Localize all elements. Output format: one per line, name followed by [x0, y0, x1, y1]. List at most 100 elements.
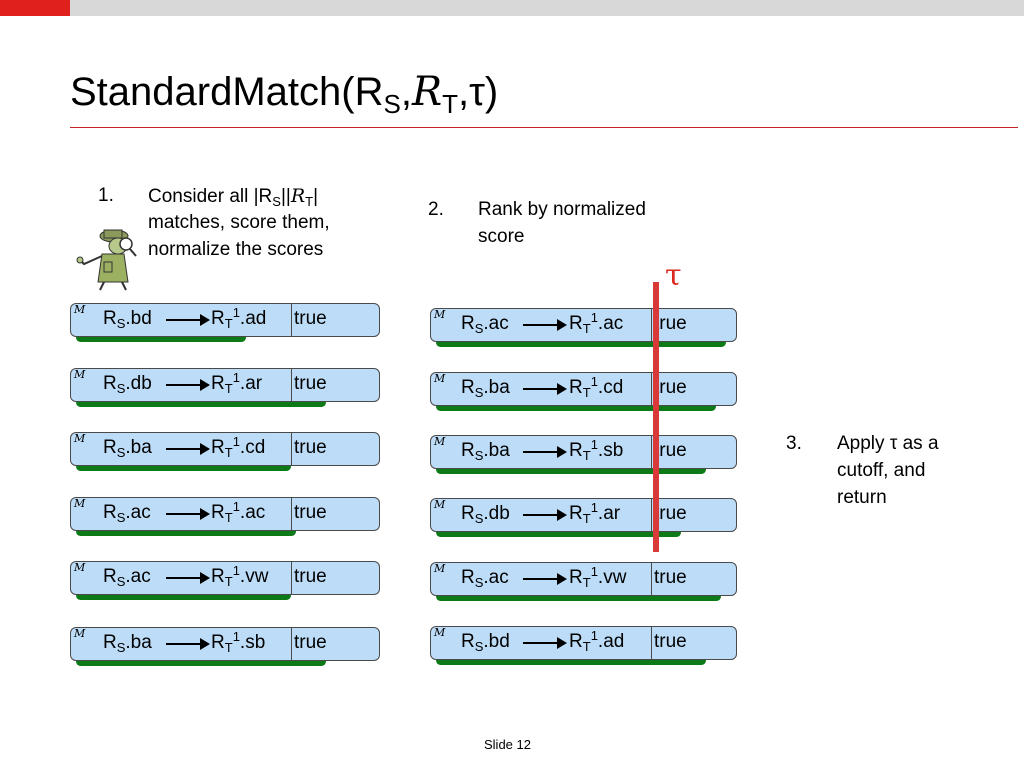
target-attribute: RT1.ac — [569, 310, 624, 336]
step-3-line-1: Apply τ as a — [837, 433, 939, 454]
arrow-icon — [523, 446, 567, 458]
match-value: true — [294, 566, 327, 587]
match-card: M RS.bd RT1.ad true — [70, 303, 380, 337]
arrow-icon — [523, 509, 567, 521]
top-accent-bar — [0, 0, 70, 16]
card-divider — [651, 373, 652, 405]
arrow-icon — [166, 314, 210, 326]
m-glyph: M — [434, 498, 446, 511]
match-value: true — [294, 437, 327, 458]
card-divider — [651, 627, 652, 659]
top-gray-bar — [70, 0, 1024, 16]
m-glyph: M — [434, 562, 446, 575]
slide-number: Slide 12 — [484, 737, 531, 752]
card-shadow — [76, 591, 291, 600]
arrow-icon — [166, 572, 210, 584]
card-divider — [651, 309, 652, 341]
arrow-icon — [523, 637, 567, 649]
source-attribute: RS.bd — [461, 631, 510, 654]
card-shadow — [436, 465, 706, 474]
m-glyph: M — [434, 308, 446, 321]
source-attribute: RS.db — [103, 373, 152, 396]
card-divider — [651, 563, 652, 595]
m-glyph: M — [74, 368, 86, 381]
card-shadow — [76, 333, 246, 342]
source-attribute: RS.db — [461, 503, 510, 526]
m-glyph: M — [434, 372, 446, 385]
target-attribute: RT1.sb — [211, 629, 266, 655]
slide-title: StandardMatch(RS,RT,τ) — [70, 69, 499, 119]
arrow-icon — [523, 319, 567, 331]
match-card: M RS.ba RT1.sb true — [70, 627, 380, 661]
card-divider — [291, 498, 292, 530]
match-value: true — [654, 503, 687, 524]
step-1-line-3: normalize the scores — [148, 239, 324, 260]
step-3: 3. Apply τ as a cutoff, and return — [786, 430, 986, 516]
card-shadow — [436, 528, 681, 537]
step-2-line-1: Rank by normalized — [478, 199, 646, 220]
step-2-line-2: score — [478, 226, 525, 247]
match-value: true — [654, 631, 687, 652]
card-divider — [291, 304, 292, 336]
match-value: true — [294, 373, 327, 394]
target-attribute: RT1.cd — [569, 374, 624, 400]
target-attribute: RT1.cd — [211, 434, 266, 460]
target-attribute: RT1.ar — [569, 500, 621, 526]
cutoff-line — [653, 282, 659, 552]
card-shadow — [436, 402, 716, 411]
match-card: M RS.db RT1.ar true — [430, 498, 737, 532]
source-attribute: RS.ac — [461, 567, 509, 590]
title-underline — [70, 127, 1018, 128]
card-shadow — [76, 462, 291, 471]
card-shadow — [436, 592, 721, 601]
step-number: 1. — [98, 185, 114, 206]
m-glyph: M — [74, 303, 86, 316]
card-divider — [291, 369, 292, 401]
step-number: 2. — [428, 199, 444, 220]
card-divider — [291, 562, 292, 594]
arrow-icon — [166, 379, 210, 391]
match-value: true — [294, 502, 327, 523]
card-divider — [291, 628, 292, 660]
source-attribute: RS.ac — [461, 313, 509, 336]
step-1-line-2: matches, score them, — [148, 212, 330, 233]
step-3-line-2: cutoff, and — [837, 460, 926, 481]
step-1-line-1: Consider all |RS||RT| — [148, 185, 319, 209]
target-attribute: RT1.sb — [569, 437, 624, 463]
card-shadow — [436, 338, 726, 347]
step-2: 2. Rank by normalized score — [428, 196, 688, 254]
target-attribute: RT1.ac — [211, 499, 266, 525]
source-attribute: RS.bd — [103, 308, 152, 331]
match-card: M RS.ba RT1.cd true — [430, 372, 737, 406]
target-attribute: RT1.ad — [211, 305, 267, 331]
source-attribute: RS.ba — [461, 440, 510, 463]
match-value: true — [654, 377, 687, 398]
step-1: 1. Consider all |RS||RT| matches, score … — [98, 182, 368, 272]
source-attribute: RS.ba — [103, 632, 152, 655]
card-shadow — [76, 398, 326, 407]
m-glyph: M — [434, 435, 446, 448]
target-attribute: RT1.ad — [569, 628, 625, 654]
detective-clipart — [76, 229, 137, 291]
arrow-icon — [166, 508, 210, 520]
source-attribute: RS.ba — [461, 377, 510, 400]
card-shadow — [436, 656, 706, 665]
card-divider — [291, 433, 292, 465]
m-glyph: M — [74, 627, 86, 640]
m-glyph: M — [74, 561, 86, 574]
arrow-icon — [523, 573, 567, 585]
m-glyph: M — [74, 497, 86, 510]
source-attribute: RS.ac — [103, 566, 151, 589]
match-value: true — [294, 308, 327, 329]
match-card: M RS.ac RT1.vw true — [70, 561, 380, 595]
target-attribute: RT1.vw — [211, 563, 269, 589]
match-value: true — [654, 440, 687, 461]
card-divider — [651, 436, 652, 468]
arrow-icon — [166, 638, 210, 650]
match-value: true — [294, 632, 327, 653]
